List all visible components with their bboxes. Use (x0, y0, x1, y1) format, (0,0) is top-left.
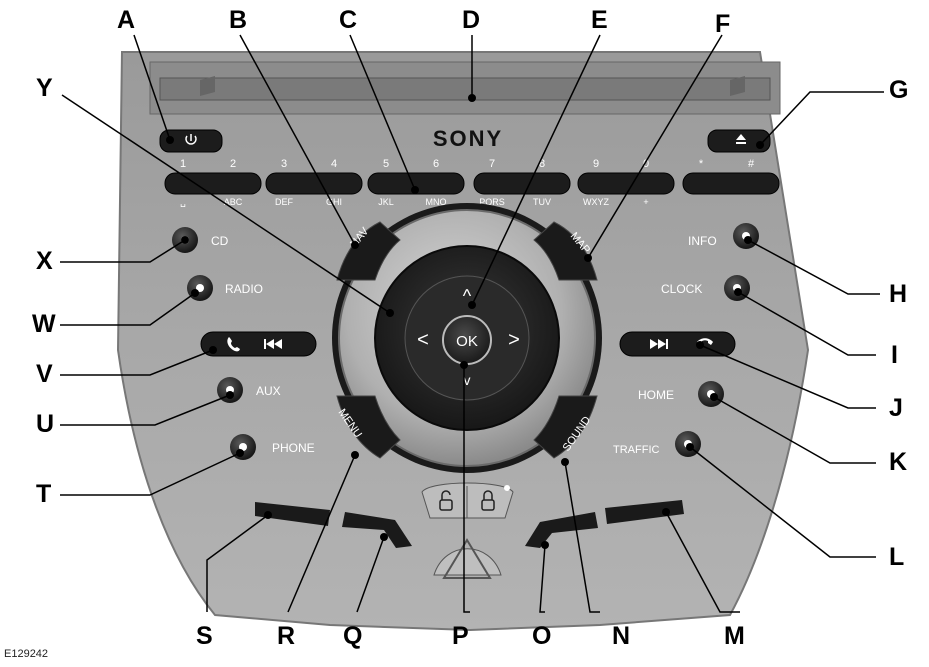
callout-l: L (889, 543, 905, 571)
nav-button[interactable] (336, 221, 401, 281)
seek-forward-icon (650, 339, 668, 349)
callout-d: D (462, 6, 481, 34)
phone-seek-back-button[interactable] (200, 331, 317, 357)
callout-y: Y (36, 74, 53, 102)
keypad-letter-label: MNO (426, 197, 447, 207)
callout-n: N (612, 622, 631, 650)
up-arrow[interactable]: ^ (463, 286, 472, 306)
phone-answer-icon (227, 337, 240, 352)
preset-button-4[interactable] (605, 500, 684, 524)
radio-button[interactable] (187, 275, 213, 301)
keypad-digit-label: 2 (230, 158, 236, 170)
unlock-icon (439, 490, 453, 511)
power-icon (185, 134, 197, 145)
sony-logo: SONY (433, 126, 503, 151)
info-label: INFO (688, 234, 717, 248)
keypad-key-1[interactable] (164, 172, 262, 195)
figure-code: E129242 (4, 648, 49, 660)
home-label: HOME (638, 388, 674, 402)
keypad-letter-label: GHI (326, 197, 342, 207)
aux-label: AUX (256, 384, 281, 398)
callout-v: V (36, 360, 53, 388)
keypad-digit-label: 9 (593, 158, 599, 170)
callout-r: R (277, 622, 296, 650)
seek-forward-hangup-button[interactable] (619, 331, 736, 357)
keypad-digit-label: 4 (331, 158, 337, 170)
traffic-label: TRAFFIC (613, 444, 659, 456)
keypad-digit-label: 0 (643, 158, 649, 170)
home-button[interactable] (698, 381, 724, 407)
keypad-digit-label: 7 (489, 158, 495, 170)
callout-i: I (891, 341, 898, 369)
keypad-letter-label: DEF (275, 197, 294, 207)
callout-q: Q (343, 622, 363, 650)
callout-t: T (36, 480, 52, 508)
keypad-letter-label: PQRS (479, 197, 505, 207)
callout-a: A (117, 6, 136, 34)
keypad-letter-label: WXYZ (583, 197, 610, 207)
seek-back-icon (264, 339, 282, 349)
right-arrow[interactable]: > (508, 329, 520, 351)
callout-p: P (452, 622, 469, 650)
keypad-key-3[interactable] (367, 172, 465, 195)
eject-icon (736, 134, 746, 144)
keypad-letter-label: ␣ (180, 197, 186, 208)
callout-c: C (339, 6, 358, 34)
eject-button[interactable] (707, 129, 771, 153)
callout-o: O (532, 622, 552, 650)
info-button[interactable] (733, 223, 759, 249)
keypad-digit-label: 5 (383, 158, 389, 170)
callout-j: J (889, 394, 903, 422)
clock-label: CLOCK (661, 282, 702, 296)
keypad-digit-label: * (699, 158, 704, 170)
radio-label: RADIO (225, 282, 263, 296)
down-arrow[interactable]: v (464, 372, 471, 388)
keypad-key-4[interactable] (473, 172, 571, 195)
preset-button-1[interactable] (255, 502, 330, 526)
ok-label: OK (456, 333, 478, 350)
callout-leaders (60, 34, 884, 613)
preset-button-3[interactable] (525, 512, 598, 548)
keypad-letter-label: ABC (224, 197, 243, 207)
callout-s: S (196, 622, 213, 650)
cd-label: CD (211, 234, 229, 248)
callout-g: G (889, 76, 909, 104)
keypad-digit-label: 8 (539, 158, 545, 170)
callout-e: E (591, 6, 608, 34)
callout-h: H (889, 280, 908, 308)
keypad-letter-label: TUV (533, 197, 551, 207)
keypad-digit-label: 1 (180, 158, 186, 170)
callout-u: U (36, 410, 55, 438)
preset-button-2[interactable] (342, 512, 412, 548)
phone-label: PHONE (272, 441, 315, 455)
hazard-triangle-icon (442, 538, 492, 579)
keypad-letter-label: + (643, 197, 648, 207)
keypad-key-6[interactable] (682, 172, 780, 195)
callout-w: W (32, 310, 56, 338)
keypad-digit-label: # (748, 158, 755, 170)
callout-m: M (724, 622, 745, 650)
callout-k: K (889, 448, 908, 476)
sound-button[interactable] (533, 395, 598, 459)
callout-x: X (36, 247, 53, 275)
keypad-digit-label: 3 (281, 158, 287, 170)
keypad-key-5[interactable] (577, 172, 675, 195)
menu-button[interactable] (336, 395, 401, 459)
keypad-letter-label: JKL (378, 197, 394, 207)
left-arrow[interactable]: < (417, 329, 429, 351)
callout-b: B (229, 6, 248, 34)
cd-slot (159, 77, 771, 101)
lock-icon (481, 490, 495, 511)
keypad-digit-label: 6 (433, 158, 439, 170)
keypad-key-2[interactable] (265, 172, 363, 195)
callout-f: F (715, 10, 731, 38)
